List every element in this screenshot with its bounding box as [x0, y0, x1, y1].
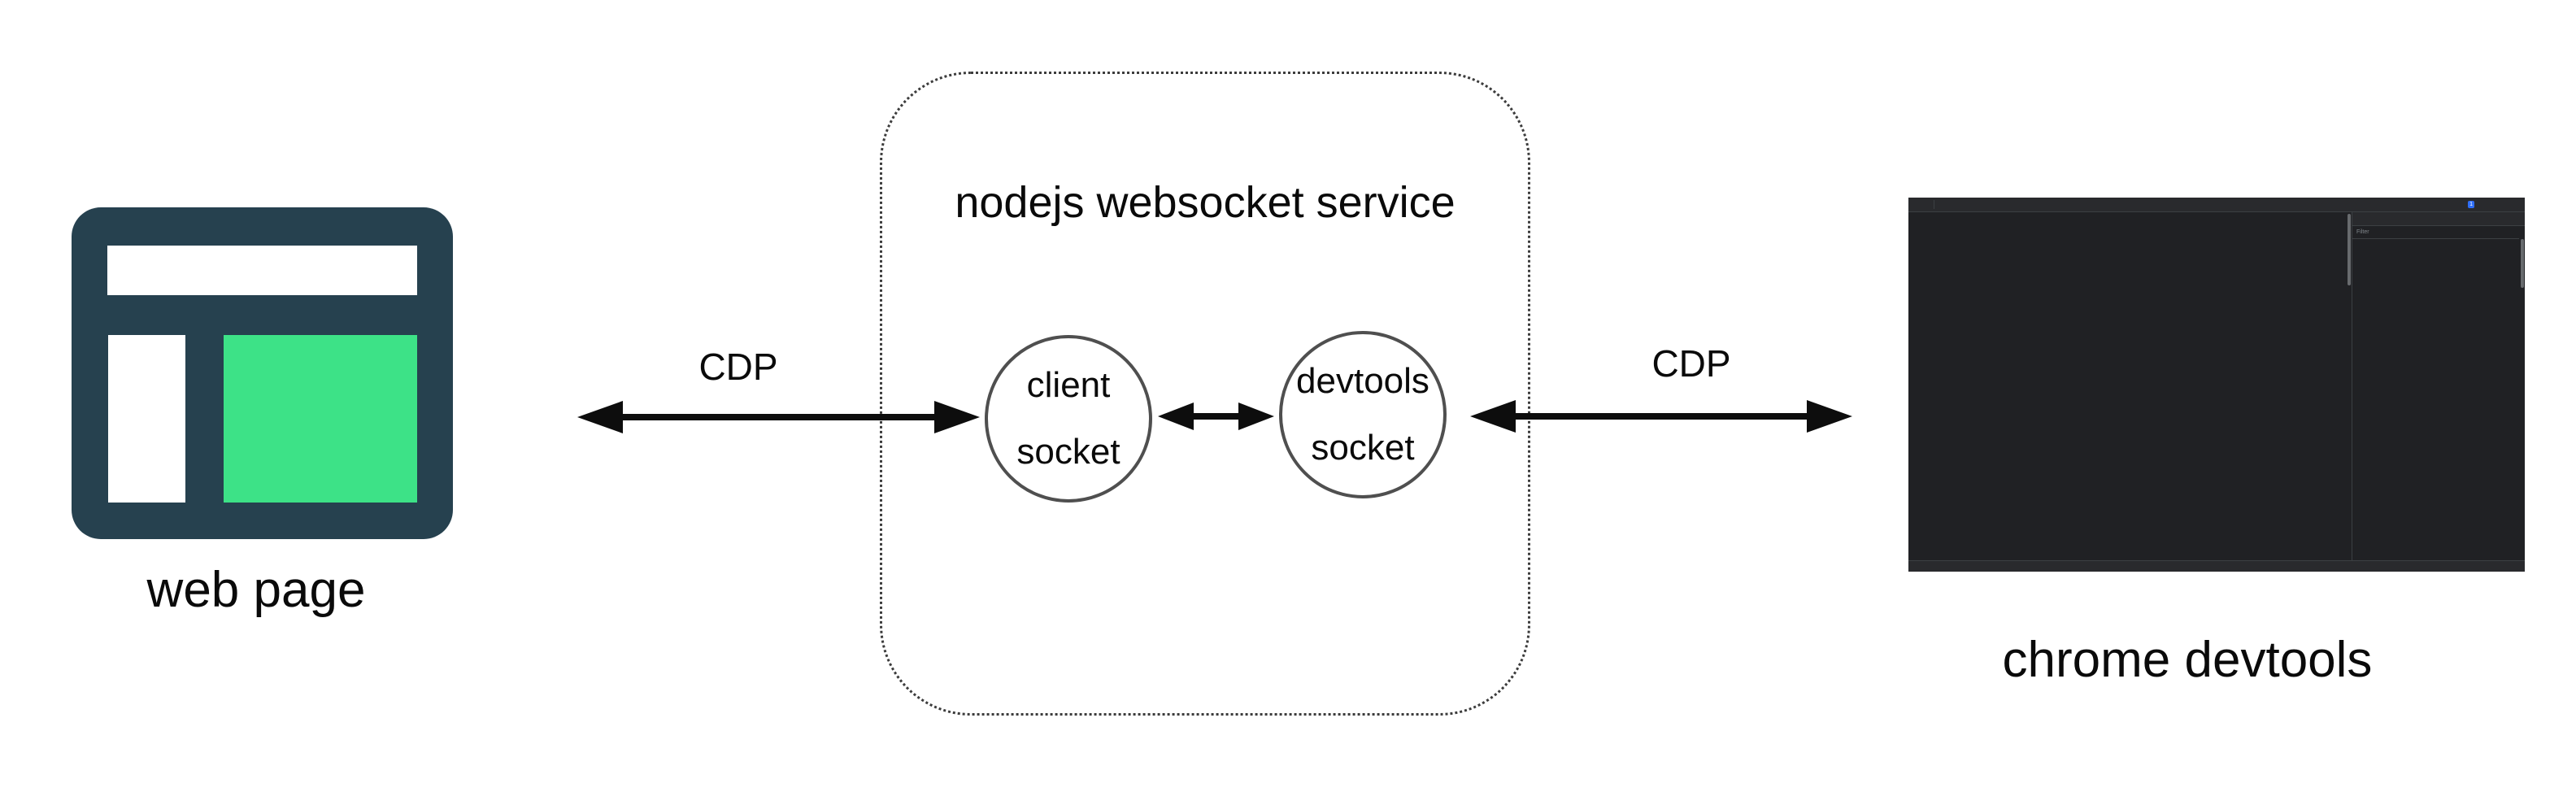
cdp-arrow-left	[577, 401, 980, 433]
styles-tabs	[2352, 212, 2525, 226]
filter-input: Filter	[2356, 229, 2369, 235]
service-box-title: nodejs websocket service	[955, 178, 1456, 227]
more-options-icon	[2494, 199, 2505, 210]
devtools-socket-circle: devtools socket	[1279, 331, 1447, 498]
device-toolbar-icon	[1920, 199, 1931, 210]
issues-badge: 1	[2468, 201, 2474, 208]
inspect-icon	[1908, 199, 1920, 210]
socket-link-arrow	[1158, 400, 1274, 433]
devtools-main: Filter	[1908, 212, 2525, 561]
arrowhead-right-icon	[1238, 403, 1274, 430]
arrow-shaft	[1506, 413, 1817, 420]
breadcrumb-bar	[1908, 560, 2525, 572]
arrow-shaft	[1186, 413, 1247, 420]
webpage-header-bar	[107, 246, 417, 295]
scrollbar-thumb	[2348, 214, 2351, 285]
client-socket-label-line1: client	[1026, 365, 1111, 405]
styles-filter-bar: Filter	[2352, 226, 2525, 239]
client-socket-circle: client socket	[985, 335, 1152, 503]
arrowhead-right-icon	[934, 401, 980, 433]
webpage-sidebar	[108, 335, 185, 503]
websocket-service-box	[880, 72, 1530, 716]
arrow-shaft	[613, 414, 944, 420]
webpage-label: web page	[146, 562, 366, 618]
webpage-content-area	[224, 335, 417, 503]
styles-pane: Filter	[2352, 212, 2525, 561]
devtools-socket-label-line2: socket	[1311, 428, 1415, 468]
devtools-screenshot: 1 Filter	[1908, 198, 2525, 572]
scrollbar-thumb	[2521, 239, 2524, 288]
dom-tree-scrollbar	[2347, 212, 2352, 561]
client-socket-label-line2: socket	[1016, 432, 1120, 472]
cdp-label-right: CDP	[1651, 342, 1731, 385]
devtools-tabbar: 1	[1908, 198, 2525, 212]
cdp-arrow-right	[1470, 400, 1852, 433]
close-icon	[2509, 199, 2521, 210]
styles-scrollbar	[2519, 238, 2525, 561]
css-rules-list	[2352, 239, 2525, 241]
arrowhead-right-icon	[1807, 400, 1852, 433]
dom-tree	[1908, 212, 2352, 561]
devtools-socket-label-line1: devtools	[1296, 361, 1429, 401]
devtools-label: chrome devtools	[2002, 632, 2373, 688]
settings-gear-icon	[2478, 199, 2490, 210]
cdp-label-left: CDP	[698, 346, 778, 388]
